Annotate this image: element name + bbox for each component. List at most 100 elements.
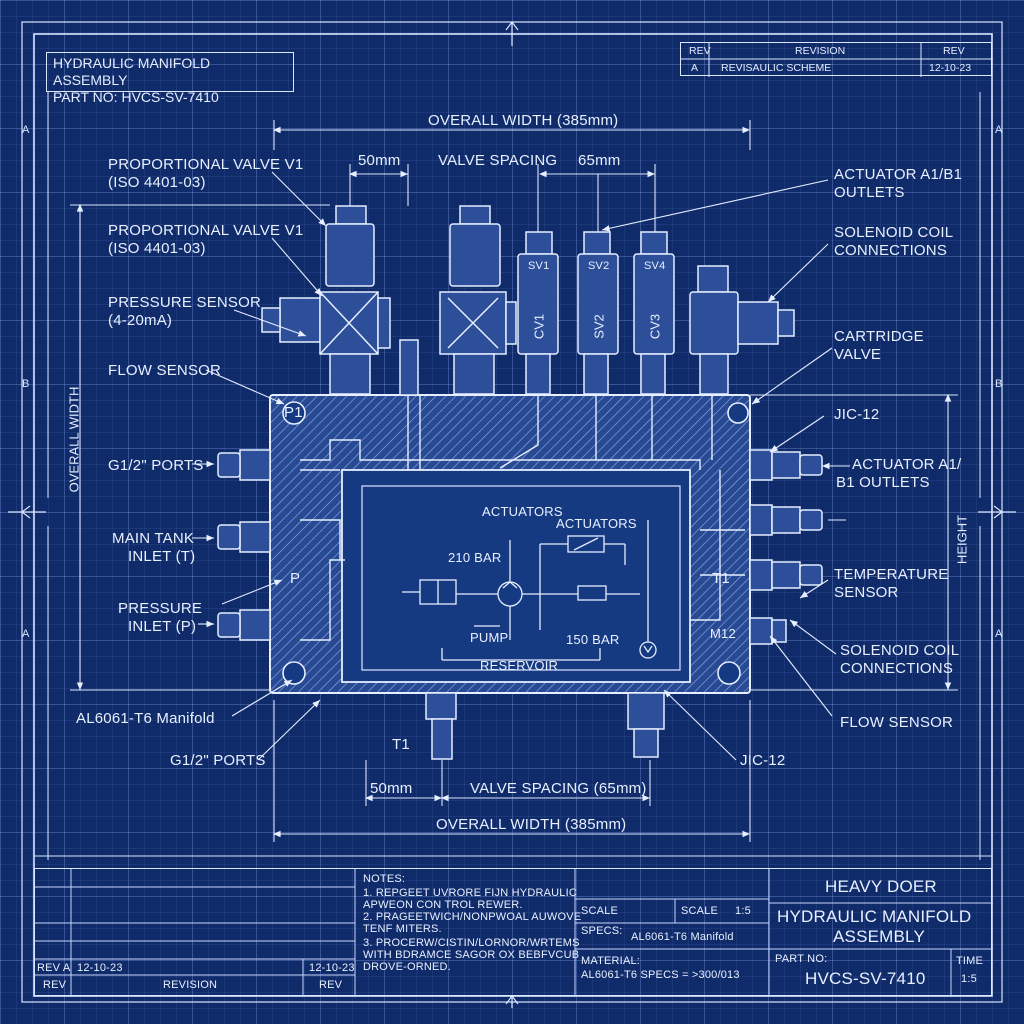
rev-header-3: REV (943, 45, 965, 57)
note-line-3: 2. PRAGEETWICH/NONPWOAL AUWOVE (363, 911, 582, 923)
dim-valve-spacing-top: VALVE SPACING (438, 152, 558, 169)
tb-time-value: 1:5 (961, 973, 977, 985)
label-solenoid-right-2: CONNECTIONS (840, 660, 954, 677)
label-solenoid-top-2: CONNECTIONS (834, 242, 948, 259)
border-ref-left-2: B (22, 378, 30, 390)
valve-tag-sv2: SV2 (588, 260, 610, 272)
schematic-actuators-2: ACTUATORS (556, 516, 637, 531)
tb-scale-value: 1:5 (735, 905, 751, 917)
dim-overall-width-top: OVERALL WIDTH (385mm) (428, 112, 619, 129)
label-main-tank: MAIN TANK (112, 530, 195, 547)
tb-part-no-label: PART NO: (775, 953, 828, 965)
border-ref-left-3: A (22, 628, 30, 640)
valve-body-cv1: CV1 (531, 313, 547, 340)
dim-overall-width-bottom: OVERALL WIDTH (385mm) (436, 816, 627, 833)
dim-50mm-bottom: 50mm (370, 780, 413, 797)
port-fittings (217, 449, 823, 760)
label-cartridge: CARTRIDGE (834, 328, 924, 345)
label-prop-valve-1-spec: (ISO 4401-03) (108, 174, 206, 191)
tb-specs-label: SPECS: (581, 925, 623, 937)
label-jic12-bottom: JIC-12 (740, 752, 786, 769)
label-jic12-right: JIC-12 (834, 406, 880, 423)
tb-time-label: TIME (956, 955, 984, 967)
rev-cell-1: A (691, 62, 699, 74)
schematic-210-bar: 210 BAR (448, 550, 502, 565)
label-solenoid-top: SOLENOID COIL (834, 224, 954, 241)
title-block: NOTES: 1. REPGEET UVRORE FIJN HYDRAULIC … (34, 868, 993, 997)
hydraulic-schematic (402, 520, 657, 661)
tb-part-no: HVCS-SV-7410 (805, 969, 926, 988)
rev-cell-2: REVISAULIC SCHEME (721, 62, 832, 74)
tb-specs-value: AL6061-T6 Manifold (631, 931, 734, 943)
label-actuator-right-2: B1 OUTLETS (836, 474, 930, 491)
note-line-1: 1. REPGEET UVRORE FIJN HYDRAULIC (363, 887, 578, 899)
rev-header-2: REVISION (795, 45, 846, 57)
border-ref-right-2: B (995, 378, 1003, 390)
label-actuator-outlets-top: ACTUATOR A1/B1 (834, 166, 963, 183)
label-temperature-sensor: SENSOR (834, 584, 899, 601)
label-pressure-sensor: PRESSURE SENSOR (108, 294, 262, 311)
marker-t1-right: T1 (712, 570, 730, 587)
valve-body-cv3: CV3 (647, 313, 663, 340)
note-line-7: DROVE-ORNED. (363, 961, 451, 973)
tb-company: HEAVY DOER (825, 877, 937, 896)
revision-table: REV REVISION REV A REVISAULIC SCHEME 12-… (680, 42, 993, 77)
rev-header-1: REV (689, 45, 711, 57)
label-main-tank-inlet: INLET (T) (128, 548, 196, 565)
dim-overall-width-side: OVERALL WIDTH (66, 386, 82, 493)
tb-date-mid: 12-10-23 (309, 962, 355, 974)
label-flow-sensor-left: FLOW SENSOR (108, 362, 222, 379)
label-prop-valve-1: PROPORTIONAL VALVE V1 (108, 156, 304, 173)
label-flow-sensor-right: FLOW SENSOR (840, 714, 954, 731)
tb-rev-a: REV A (37, 962, 71, 974)
dim-65mm-top: 65mm (578, 152, 621, 169)
rev-cell-3: 12-10-23 (929, 62, 972, 74)
marker-m12: M12 (710, 626, 736, 641)
header-part-no: PART NO: HVCS-SV-7410 (53, 89, 219, 105)
header-title-box: HYDRAULIC MANIFOLD ASSEMBLY PART NO: HVC… (46, 52, 294, 105)
label-prop-valve-2-spec: (ISO 4401-03) (108, 240, 206, 257)
valve-tag-sv1: SV1 (528, 260, 550, 272)
marker-p1: P1 (284, 404, 303, 421)
tb-material-value: AL6061-T6 SPECS = >300/013 (581, 969, 740, 981)
tb-drawing-title-1: HYDRAULIC MANIFOLD (777, 907, 972, 926)
leader-lines (192, 171, 850, 761)
label-pressure-inlet-p: INLET (P) (128, 618, 197, 635)
border-ref-left-1: A (22, 124, 30, 136)
tb-scale-label-2: SCALE (681, 905, 719, 917)
inner-border (33, 33, 993, 997)
tb-drawing-title-2: ASSEMBLY (833, 927, 925, 946)
marker-p: P (290, 570, 301, 587)
tb-scale-label: SCALE (581, 905, 619, 917)
valve-body-sv2: SV2 (591, 314, 607, 339)
tb-date-left: 12-10-23 (77, 962, 123, 974)
revision-table-grid (681, 43, 993, 77)
label-actuator-right: ACTUATOR A1/ (852, 456, 962, 473)
label-solenoid-right: SOLENOID COIL (840, 642, 960, 659)
label-al-manifold: AL6061-T6 Manifold (76, 710, 215, 727)
note-line-4: TENF MITERS. (363, 923, 442, 935)
dim-50mm-top: 50mm (358, 152, 401, 169)
tb-rev-left: REV (43, 979, 67, 991)
border-ref-right-1: A (995, 124, 1003, 136)
label-g12-ports-bottom: G1/2" PORTS (170, 752, 266, 769)
valve-tag-sv4: SV4 (644, 260, 666, 272)
label-actuator-outlets-top-2: OUTLETS (834, 184, 905, 201)
tb-revision: REVISION (163, 979, 218, 991)
tb-rev-mid: REV (319, 979, 343, 991)
schematic-pump: PUMP (470, 630, 509, 645)
tb-material-label: MATERIAL: (581, 955, 641, 967)
border-ref-right-3: A (995, 628, 1003, 640)
label-pressure-inlet: PRESSURE (118, 600, 203, 617)
note-line-5: 3. PROCERW/CISTIN/LORNOR/WRTEMS (363, 937, 580, 949)
schematic-actuators-1: ACTUATORS (482, 504, 563, 519)
notes-title: NOTES: (363, 873, 406, 885)
dim-height: HEIGHT (954, 514, 970, 565)
schematic-150-bar: 150 BAR (566, 632, 620, 647)
schematic-reservoir: RESERVOIR (480, 658, 559, 673)
dimension-lines (70, 120, 958, 842)
label-cartridge-valve: VALVE (834, 346, 882, 363)
note-line-2: APWEON CON TROL REWER. (363, 899, 523, 911)
